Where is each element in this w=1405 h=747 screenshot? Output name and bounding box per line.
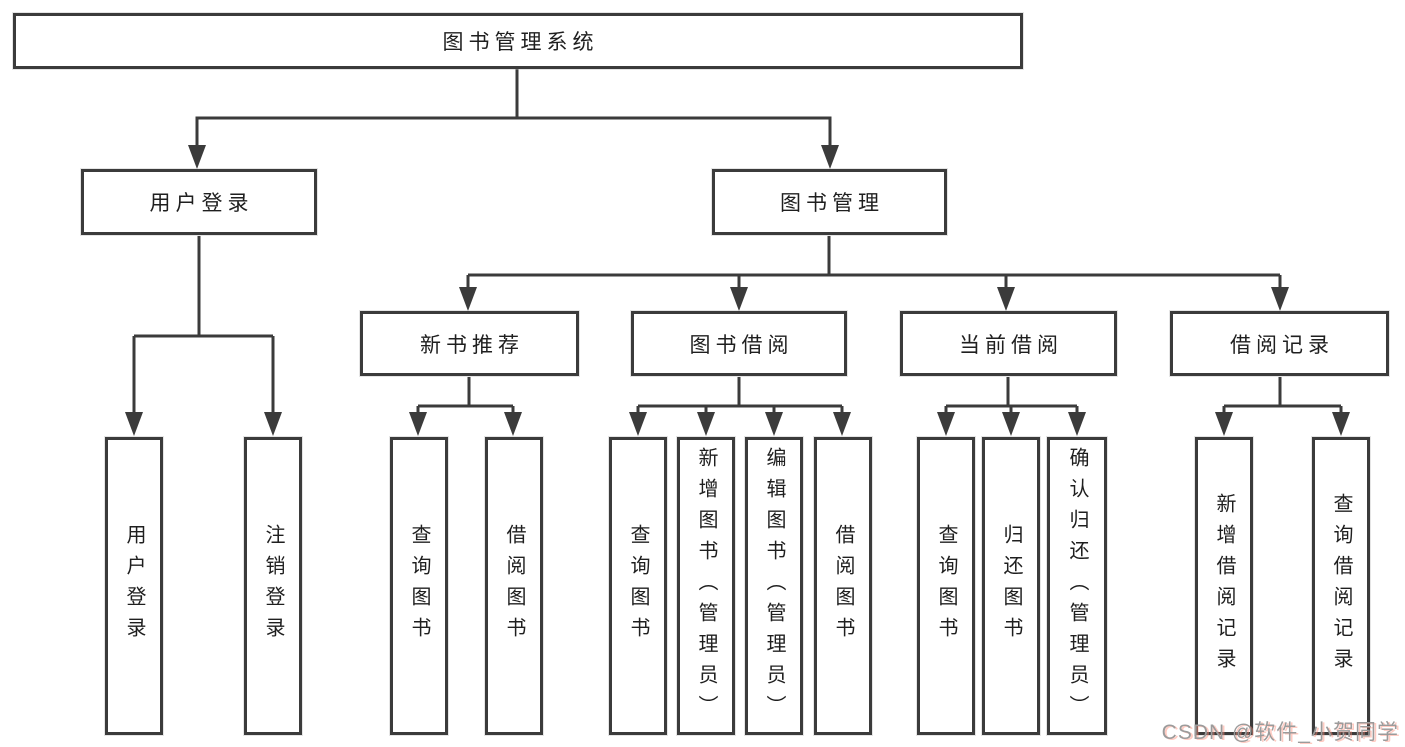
leaf-query-book-recommend-label: 查询图书: [408, 524, 430, 648]
leaf-edit-book-admin: 编辑图书（管理员）: [745, 437, 803, 735]
leaf-query-book-borrow: 查询图书: [609, 437, 667, 735]
node-borrow-record: 借阅记录: [1170, 311, 1389, 376]
leaf-borrow-book-label: 借阅图书: [832, 524, 854, 648]
leaf-query-book-recommend: 查询图书: [390, 437, 448, 735]
leaf-return-book: 归还图书: [982, 437, 1040, 735]
node-user-login: 用户登录: [81, 169, 317, 235]
node-current-borrow: 当前借阅: [900, 311, 1117, 376]
leaf-query-book-current-label: 查询图书: [935, 524, 957, 648]
node-user-login-label: 用户登录: [149, 192, 254, 215]
leaf-logout: 注销登录: [244, 437, 302, 735]
node-book-management: 图书管理: [712, 169, 947, 235]
leaf-query-borrow-record: 查询借阅记录: [1312, 437, 1370, 735]
node-root-label: 图书管理系统: [442, 31, 599, 54]
node-new-book-recommend-label: 新书推荐: [420, 333, 524, 357]
leaf-confirm-return-admin-label: 确认归还（管理员）: [1066, 446, 1088, 726]
leaf-query-book-current: 查询图书: [917, 437, 975, 735]
node-root: 图书管理系统: [13, 13, 1023, 69]
leaf-add-borrow-record: 新增借阅记录: [1195, 437, 1253, 735]
leaf-add-book-admin: 新增图书（管理员）: [677, 437, 735, 735]
leaf-add-book-admin-label: 新增图书（管理员）: [695, 446, 717, 726]
leaf-return-book-label: 归还图书: [1000, 524, 1022, 648]
leaf-borrow-book-recommend: 借阅图书: [485, 437, 543, 735]
leaf-edit-book-admin-label: 编辑图书（管理员）: [763, 446, 785, 726]
leaf-confirm-return-admin: 确认归还（管理员）: [1047, 437, 1107, 735]
node-current-borrow-label: 当前借阅: [959, 333, 1063, 357]
node-book-borrow-label: 图书借阅: [689, 333, 794, 357]
node-borrow-record-label: 借阅记录: [1230, 333, 1334, 357]
leaf-query-borrow-record-label: 查询借阅记录: [1330, 493, 1352, 679]
leaf-logout-label: 注销登录: [262, 524, 284, 648]
leaf-user-login: 用户登录: [105, 437, 163, 735]
node-book-borrow: 图书借阅: [631, 311, 847, 376]
leaf-borrow-book-recommend-label: 借阅图书: [503, 524, 525, 648]
leaf-add-borrow-record-label: 新增借阅记录: [1213, 493, 1235, 679]
leaf-borrow-book: 借阅图书: [814, 437, 872, 735]
node-book-management-label: 图书管理: [780, 192, 884, 215]
leaf-user-login-label: 用户登录: [123, 524, 145, 648]
csdn-watermark: CSDN @软件_小贺同学: [1161, 721, 1399, 744]
leaf-query-book-borrow-label: 查询图书: [627, 524, 649, 648]
node-new-book-recommend: 新书推荐: [360, 311, 579, 376]
